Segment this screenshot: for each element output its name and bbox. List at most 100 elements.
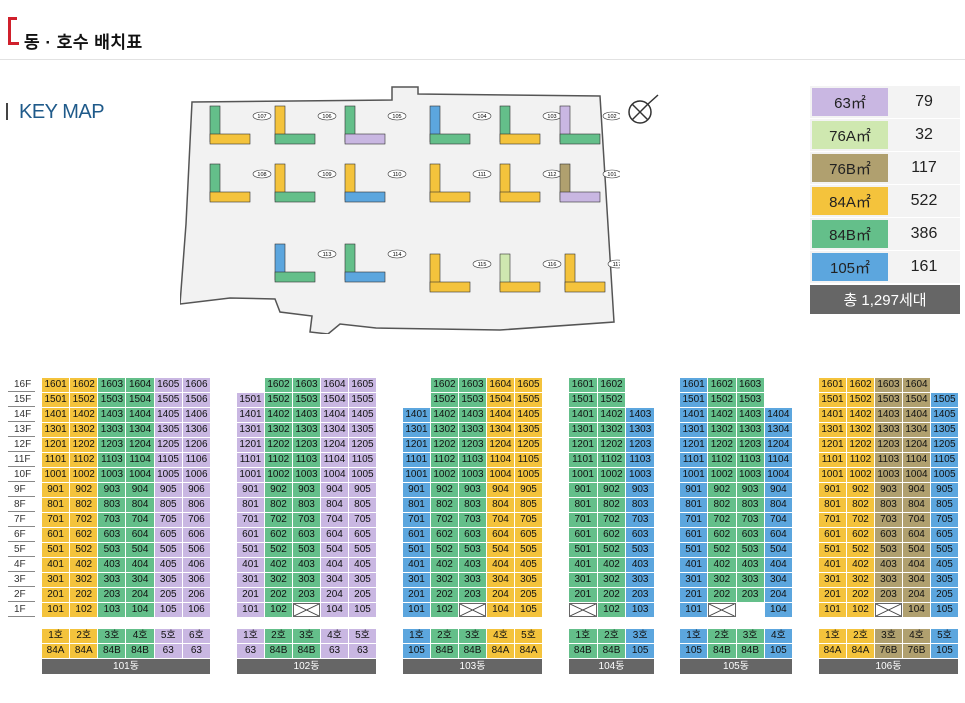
unit-cell[interactable]: 1404 xyxy=(903,408,930,422)
unit-cell[interactable]: 1501 xyxy=(237,393,264,407)
unit-cell[interactable]: 1304 xyxy=(903,423,930,437)
unit-cell[interactable]: 1005 xyxy=(154,468,182,482)
unit-cell[interactable]: 1103 xyxy=(875,453,902,467)
unit-cell[interactable]: 405 xyxy=(154,558,182,572)
unit-cell[interactable]: 601 xyxy=(42,528,70,542)
unit-cell[interactable]: 1602 xyxy=(265,378,292,392)
unit-cell[interactable]: 1105 xyxy=(931,453,958,467)
unit-cell[interactable]: 901 xyxy=(819,483,846,497)
unit-cell[interactable]: 801 xyxy=(42,498,70,512)
unit-cell[interactable]: 1503 xyxy=(736,393,764,407)
unit-cell[interactable]: 1605 xyxy=(349,378,376,392)
unit-cell[interactable]: 203 xyxy=(875,588,902,602)
unit-cell[interactable]: 406 xyxy=(182,558,210,572)
unit-cell[interactable]: 1205 xyxy=(154,438,182,452)
unit-cell[interactable]: 801 xyxy=(680,498,708,512)
unit-cell[interactable]: 1503 xyxy=(459,393,486,407)
unit-cell[interactable]: 301 xyxy=(680,573,708,587)
unit-cell[interactable]: 1204 xyxy=(126,438,154,452)
unit-cell[interactable]: 104 xyxy=(126,603,154,617)
unit-cell[interactable]: 504 xyxy=(764,543,792,557)
unit-cell[interactable]: 1104 xyxy=(903,453,930,467)
unit-cell[interactable]: 905 xyxy=(349,483,376,497)
unit-cell[interactable]: 204 xyxy=(487,588,514,602)
unit-cell[interactable]: 503 xyxy=(293,543,320,557)
unit-cell[interactable]: 1502 xyxy=(265,393,292,407)
unit-cell[interactable]: 503 xyxy=(736,543,764,557)
unit-cell[interactable]: 601 xyxy=(819,528,846,542)
unit-cell[interactable]: 104 xyxy=(487,603,514,617)
unit-cell[interactable]: 1102 xyxy=(70,453,98,467)
unit-cell[interactable]: 302 xyxy=(265,573,292,587)
unit-cell[interactable]: 402 xyxy=(70,558,98,572)
unit-cell[interactable]: 401 xyxy=(237,558,264,572)
unit-cell[interactable]: 1203 xyxy=(736,438,764,452)
unit-cell[interactable]: 605 xyxy=(931,528,958,542)
unit-cell[interactable]: 404 xyxy=(487,558,514,572)
unit-cell[interactable]: 604 xyxy=(764,528,792,542)
unit-cell[interactable]: 903 xyxy=(626,483,654,497)
unit-cell[interactable]: 702 xyxy=(847,513,874,527)
unit-cell[interactable]: 1402 xyxy=(708,408,736,422)
unit-cell[interactable]: 1301 xyxy=(819,423,846,437)
unit-cell[interactable]: 602 xyxy=(597,528,626,542)
unit-cell[interactable]: 401 xyxy=(819,558,846,572)
unit-cell[interactable]: 901 xyxy=(680,483,708,497)
unit-cell[interactable]: 1301 xyxy=(680,423,708,437)
unit-cell[interactable]: 301 xyxy=(403,573,430,587)
unit-cell[interactable]: 1603 xyxy=(98,378,126,392)
unit-cell[interactable]: 102 xyxy=(265,603,292,617)
unit-cell[interactable]: 903 xyxy=(736,483,764,497)
unit-cell[interactable]: 603 xyxy=(626,528,654,542)
unit-cell[interactable]: 1001 xyxy=(237,468,264,482)
unit-cell[interactable]: 1104 xyxy=(126,453,154,467)
unit-cell[interactable]: 201 xyxy=(569,588,597,602)
unit-cell[interactable]: 1001 xyxy=(569,468,597,482)
unit-cell[interactable]: 703 xyxy=(459,513,486,527)
unit-cell[interactable]: 1502 xyxy=(597,393,626,407)
unit-cell[interactable]: 204 xyxy=(903,588,930,602)
unit-cell[interactable]: 904 xyxy=(903,483,930,497)
unit-cell[interactable]: 1001 xyxy=(819,468,846,482)
unit-cell[interactable]: 603 xyxy=(293,528,320,542)
unit-cell[interactable]: 1102 xyxy=(597,453,626,467)
unit-cell[interactable]: 601 xyxy=(237,528,264,542)
unit-cell[interactable]: 1304 xyxy=(764,423,792,437)
unit-cell[interactable]: 502 xyxy=(847,543,874,557)
unit-cell[interactable]: 1603 xyxy=(875,378,902,392)
unit-cell[interactable]: 1503 xyxy=(98,393,126,407)
unit-cell[interactable]: 404 xyxy=(321,558,348,572)
unit-cell[interactable]: 905 xyxy=(515,483,542,497)
unit-cell[interactable]: 1501 xyxy=(819,393,846,407)
unit-cell[interactable]: 401 xyxy=(403,558,430,572)
unit-cell[interactable]: 1004 xyxy=(126,468,154,482)
unit-cell[interactable]: 1105 xyxy=(154,453,182,467)
unit-cell[interactable]: 1002 xyxy=(431,468,458,482)
unit-cell[interactable]: 1003 xyxy=(626,468,654,482)
unit-cell[interactable]: 1101 xyxy=(403,453,430,467)
unit-cell[interactable]: 605 xyxy=(515,528,542,542)
unit-cell[interactable]: 804 xyxy=(321,498,348,512)
unit-cell[interactable]: 901 xyxy=(237,483,264,497)
unit-cell[interactable]: 403 xyxy=(875,558,902,572)
unit-cell[interactable]: 306 xyxy=(182,573,210,587)
unit-cell[interactable]: 1104 xyxy=(764,453,792,467)
unit-cell[interactable]: 901 xyxy=(403,483,430,497)
unit-cell[interactable]: 901 xyxy=(42,483,70,497)
unit-cell[interactable]: 402 xyxy=(847,558,874,572)
unit-cell[interactable]: 203 xyxy=(293,588,320,602)
unit-cell[interactable]: 1504 xyxy=(903,393,930,407)
unit-cell[interactable]: 302 xyxy=(597,573,626,587)
unit-cell[interactable]: 304 xyxy=(903,573,930,587)
unit-cell[interactable]: 501 xyxy=(680,543,708,557)
unit-cell[interactable]: 602 xyxy=(70,528,98,542)
unit-cell[interactable]: 302 xyxy=(431,573,458,587)
unit-cell[interactable]: 1201 xyxy=(403,438,430,452)
unit-cell[interactable]: 1302 xyxy=(265,423,292,437)
unit-cell[interactable]: 103 xyxy=(98,603,126,617)
unit-cell[interactable]: 1205 xyxy=(349,438,376,452)
unit-cell[interactable]: 1504 xyxy=(487,393,514,407)
unit-cell[interactable]: 1302 xyxy=(597,423,626,437)
unit-cell[interactable]: 1304 xyxy=(487,423,514,437)
unit-cell[interactable]: 503 xyxy=(626,543,654,557)
